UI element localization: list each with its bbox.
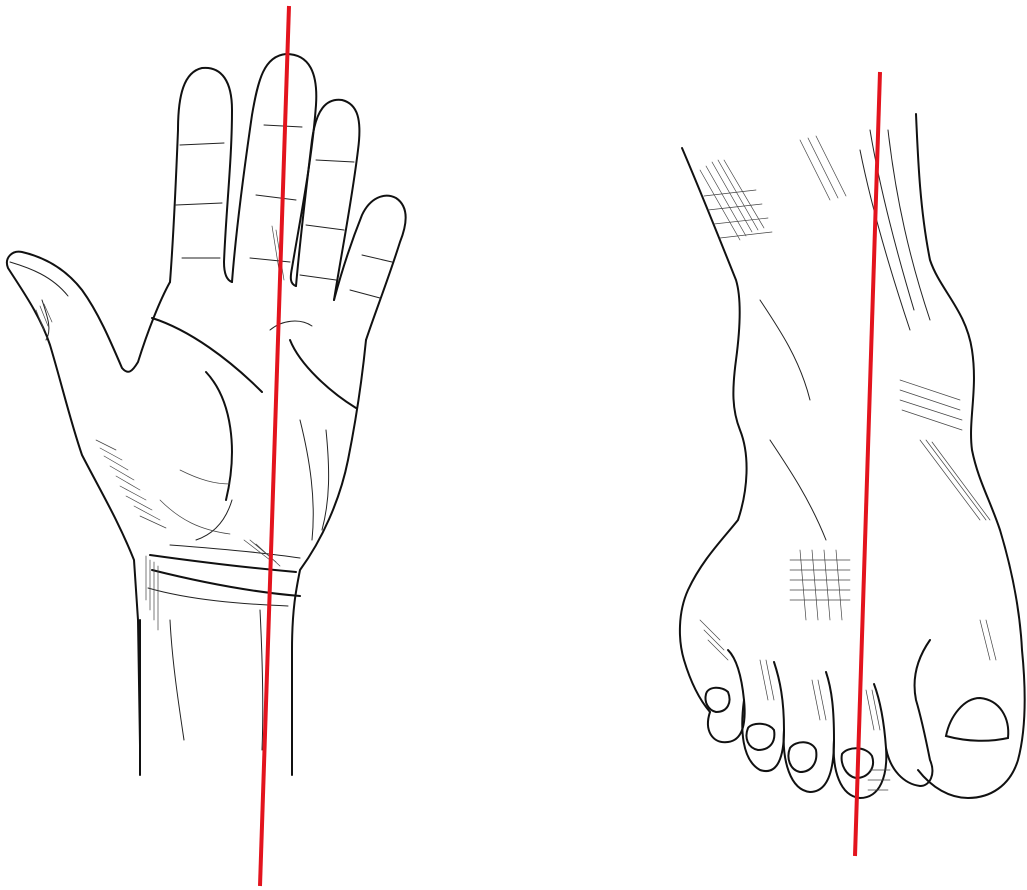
hand-axis-line xyxy=(260,6,289,886)
foot-illustration xyxy=(680,114,1025,798)
hand-wrist-crease xyxy=(150,555,296,572)
hand-illustration xyxy=(7,54,406,775)
hand-ring-finger xyxy=(296,100,359,300)
foot-shading xyxy=(700,130,996,790)
hand-life-line xyxy=(206,372,232,500)
foot-axis-line xyxy=(855,72,880,856)
hand-index-finger xyxy=(170,68,232,282)
foot-lateral-outline xyxy=(680,148,747,712)
foot-big-toenail xyxy=(946,698,1008,741)
hand-middle-finger xyxy=(232,54,316,286)
hand-palm-outline xyxy=(292,340,366,775)
foot-big-toe xyxy=(886,640,932,786)
hand-head-line xyxy=(152,318,262,392)
hand-thumb-outline xyxy=(7,252,170,745)
hand-heart-line xyxy=(290,340,356,408)
foot-toes xyxy=(708,640,932,798)
hand-little-finger xyxy=(334,196,406,340)
